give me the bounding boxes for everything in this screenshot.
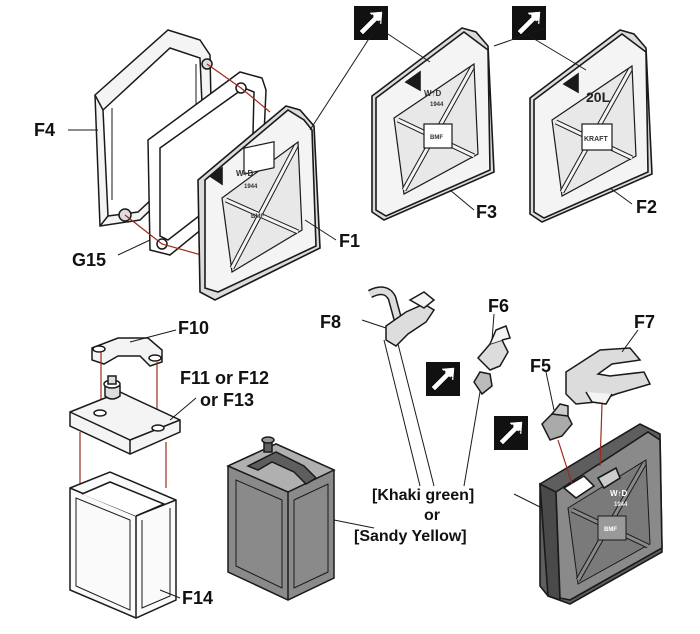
flip-icon-f5 bbox=[493, 415, 529, 451]
label-f6: F6 bbox=[488, 296, 509, 316]
part-f14-battery-case bbox=[69, 471, 177, 619]
part-f11-battery-top bbox=[69, 375, 181, 455]
part-f1-panel bbox=[197, 105, 321, 301]
label-f10: F10 bbox=[178, 318, 209, 338]
label-f7: F7 bbox=[634, 312, 655, 332]
assembly-leaders-red bbox=[124, 63, 271, 259]
label-f3: F3 bbox=[476, 202, 497, 222]
painted-jerry-can bbox=[539, 423, 663, 605]
paint-note-line1: [Khaki green] bbox=[372, 487, 474, 504]
f2-emboss-badge: KRAFT bbox=[584, 136, 608, 143]
part-f2-panel bbox=[529, 29, 653, 223]
label-f11-line2: or F13 bbox=[200, 390, 254, 410]
label-f4: F4 bbox=[34, 120, 55, 140]
label-g15: G15 bbox=[72, 250, 106, 270]
label-f14: F14 bbox=[182, 588, 213, 608]
part-f10-strap bbox=[91, 337, 163, 367]
part-f3-panel bbox=[371, 27, 495, 221]
label-f2: F2 bbox=[636, 197, 657, 217]
part-f7-clip bbox=[565, 347, 652, 405]
part-f8-spout bbox=[367, 286, 436, 347]
can-emboss-badge: BMF bbox=[604, 527, 617, 533]
part-f5-cap bbox=[541, 403, 573, 441]
leader-lines-battery bbox=[129, 329, 375, 599]
label-f8: F8 bbox=[320, 312, 341, 332]
label-f1: F1 bbox=[339, 231, 360, 251]
leader-lines-top bbox=[68, 27, 633, 256]
f3-emboss-year: 1944 bbox=[430, 102, 444, 108]
flip-icon-f2 bbox=[511, 5, 547, 41]
part-f6-cap bbox=[473, 325, 511, 396]
f3-emboss-top: W↑D bbox=[424, 89, 442, 98]
can-emboss-top: W↑D bbox=[610, 489, 628, 498]
paint-note-line2: or bbox=[424, 507, 440, 524]
f3-emboss-badge: BMF bbox=[430, 135, 443, 141]
can-emboss-year: 1944 bbox=[614, 502, 628, 508]
label-f11-line1: F11 or F12 bbox=[180, 368, 269, 388]
can-leaders-red bbox=[557, 403, 603, 485]
f1-emboss-year: 1944 bbox=[244, 184, 258, 190]
leader-lines-lower bbox=[361, 313, 639, 509]
painted-battery bbox=[226, 436, 336, 601]
f2-emboss-capacity: 20L bbox=[586, 89, 611, 105]
f1-emboss-top: W↑D bbox=[236, 169, 254, 178]
label-f5: F5 bbox=[530, 356, 551, 376]
flip-icon-f6 bbox=[425, 361, 461, 397]
paint-note-line3: [Sandy Yellow] bbox=[354, 528, 467, 545]
f1-emboss-badge: BMF bbox=[251, 214, 264, 220]
